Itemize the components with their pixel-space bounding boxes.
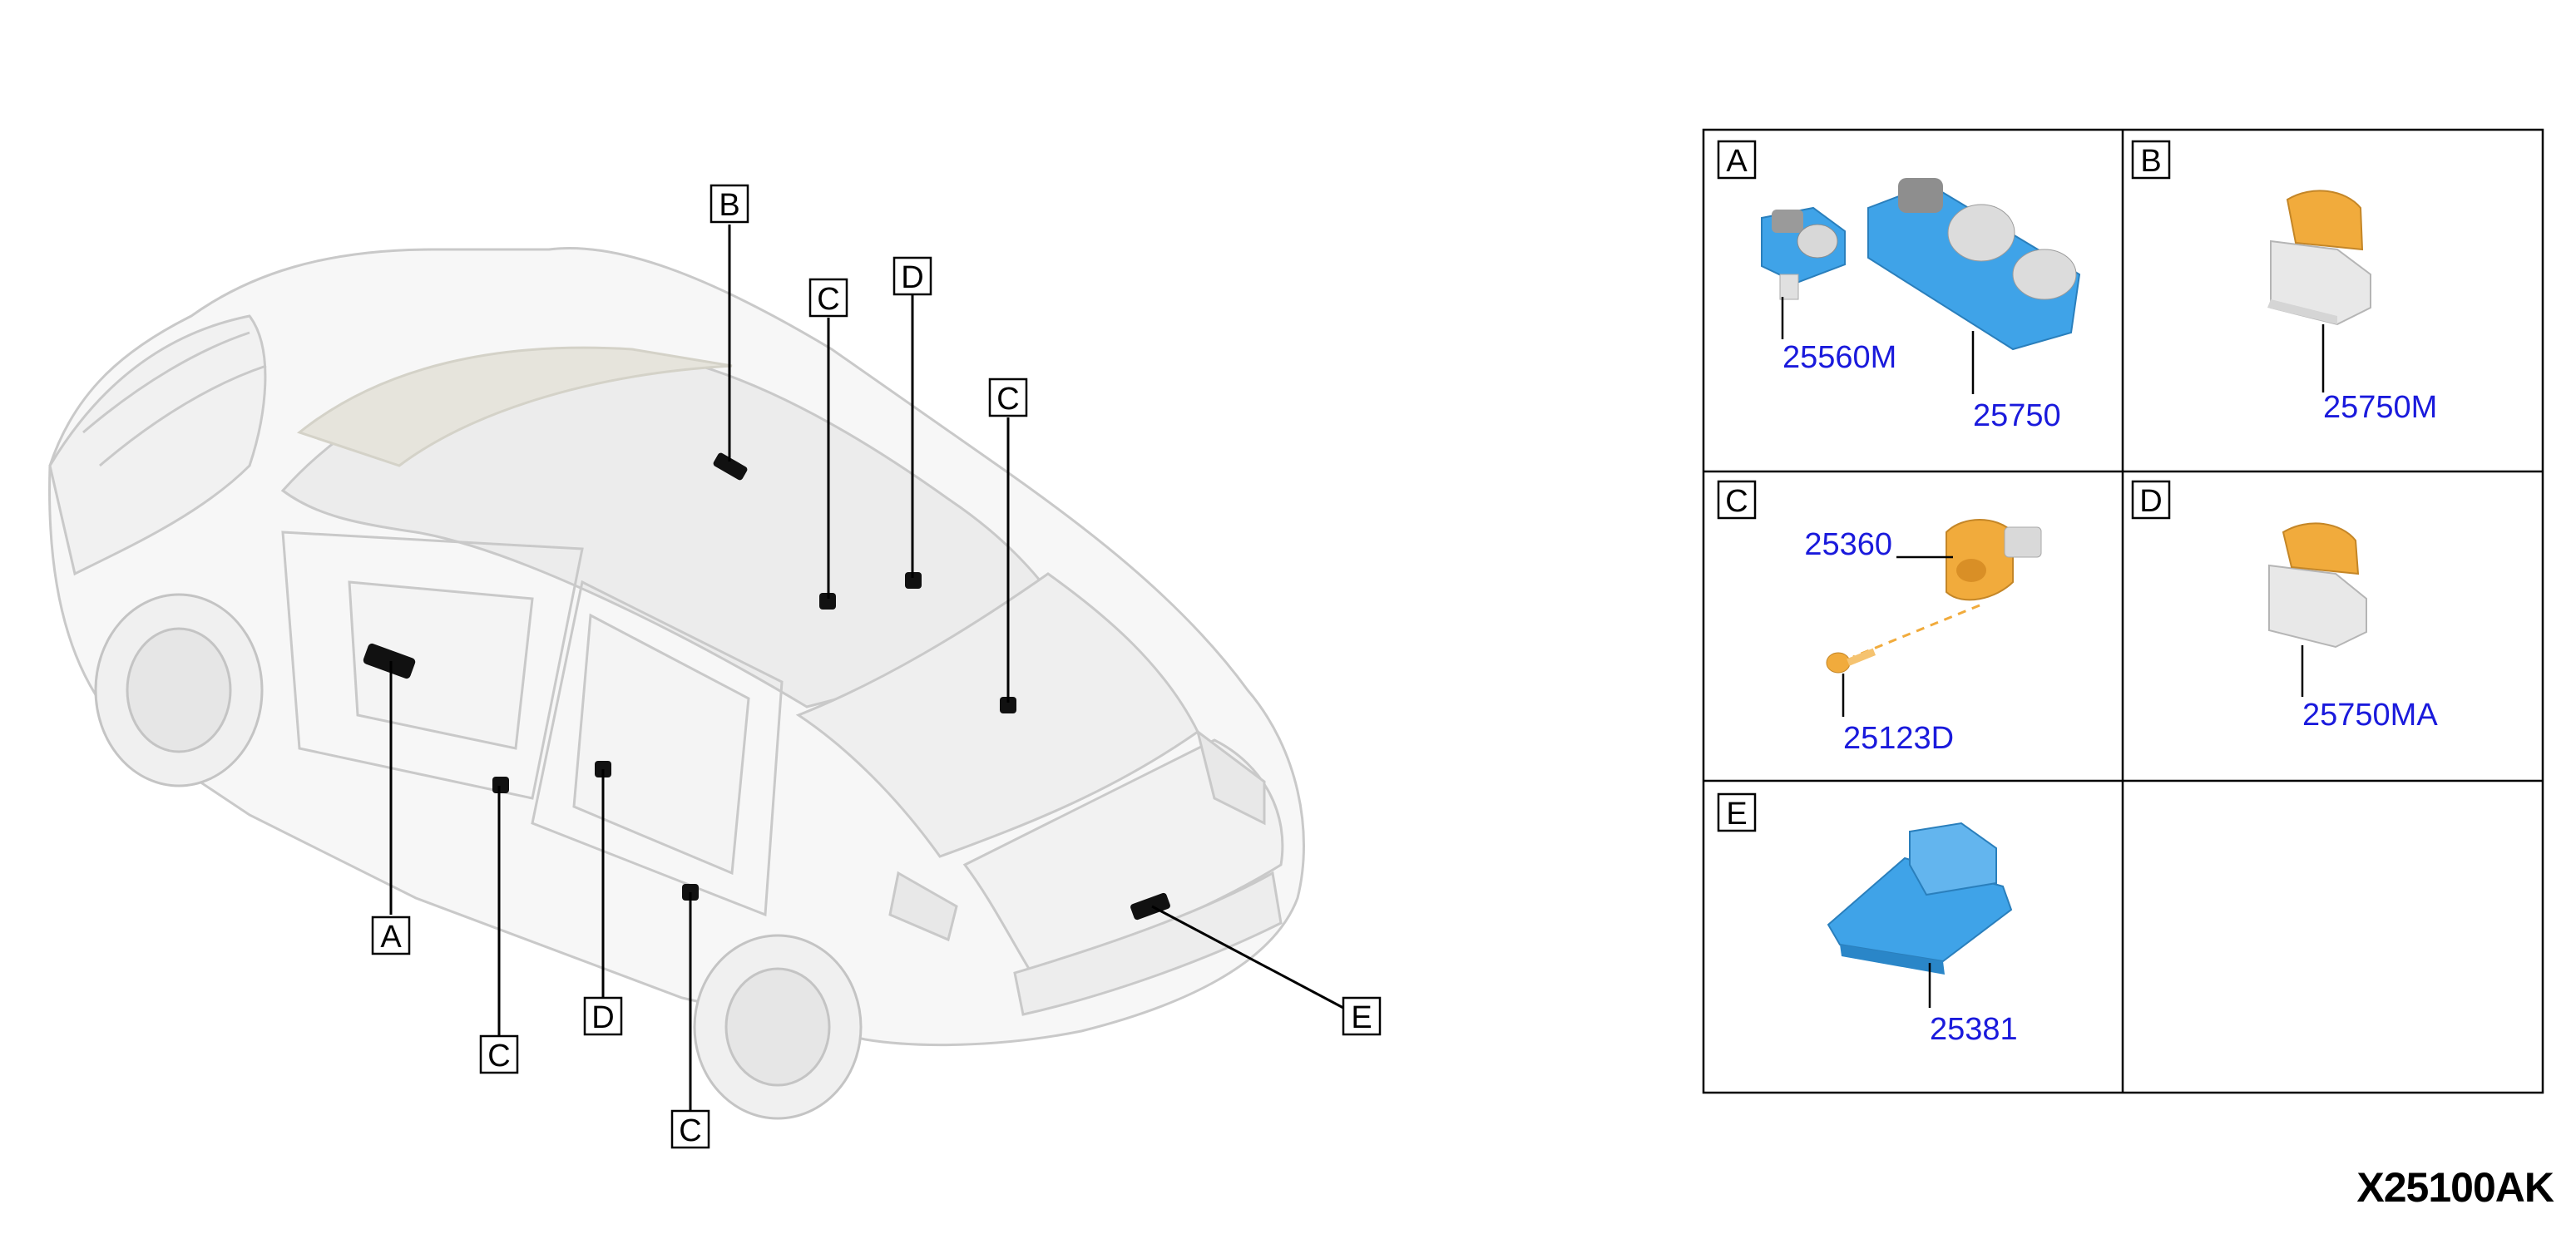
part-25360-image bbox=[1946, 519, 2042, 601]
part-25381-image bbox=[1827, 822, 2013, 975]
rear-wheel bbox=[693, 934, 863, 1120]
panel-a-letter: A bbox=[1717, 140, 1757, 180]
part-number-25750m[interactable]: 25750M bbox=[2323, 390, 2437, 425]
car-callout-b[interactable]: B bbox=[710, 184, 749, 224]
part-25560m-image bbox=[1761, 206, 1846, 300]
car-callout-c2-letter: C bbox=[996, 382, 1019, 417]
switch-location-d-roof bbox=[905, 572, 922, 589]
part-25123d-image bbox=[1826, 648, 1876, 674]
car-callout-c1-letter: C bbox=[817, 282, 839, 317]
part-number-25560m[interactable]: 25560M bbox=[1782, 340, 1896, 375]
panel-e-letter-text: E bbox=[1726, 797, 1747, 832]
car-callout-c1[interactable]: C bbox=[808, 278, 848, 318]
car-callout-d1[interactable]: D bbox=[892, 256, 932, 296]
callout-leader-lines bbox=[389, 225, 1344, 1110]
switch-location-c-door-1 bbox=[492, 777, 509, 793]
car-callout-e[interactable]: E bbox=[1342, 996, 1382, 1036]
car-callout-d2-box[interactable] bbox=[583, 996, 623, 1036]
car-callout-c3[interactable]: C bbox=[479, 1034, 519, 1074]
car-callout-c3-box[interactable] bbox=[479, 1034, 519, 1074]
switch-location-e bbox=[1130, 892, 1170, 921]
part-25750-image bbox=[1867, 178, 2081, 351]
panel-d-letter-text: D bbox=[2139, 484, 2162, 519]
car-callout-a-letter: A bbox=[380, 920, 402, 955]
front-wheel bbox=[94, 593, 264, 787]
legend-grid bbox=[1702, 128, 2544, 1094]
part-number-25360[interactable]: 25360 bbox=[1804, 527, 1892, 562]
panel-a-letter-text: A bbox=[1726, 144, 1748, 179]
car-callout-b-box[interactable] bbox=[710, 184, 749, 224]
car-callout-c1-box[interactable] bbox=[808, 278, 848, 318]
car-callout-c2[interactable]: C bbox=[988, 378, 1028, 417]
car-callout-a[interactable]: A bbox=[371, 916, 411, 955]
part-number-25750[interactable]: 25750 bbox=[1973, 398, 2061, 433]
part-25750m-image bbox=[2267, 190, 2371, 326]
switch-location-b bbox=[713, 452, 748, 481]
switch-location-a bbox=[363, 643, 416, 679]
part-number-25123d[interactable]: 25123D bbox=[1843, 721, 1954, 756]
car-callout-a-box[interactable] bbox=[371, 916, 411, 955]
car-callout-d1-box[interactable] bbox=[892, 256, 932, 296]
panel-e: E 25381 bbox=[1717, 792, 2018, 1047]
car-callout-c3-letter: C bbox=[487, 1039, 510, 1074]
part-25750ma-image bbox=[2268, 522, 2367, 649]
switch-location-c-roof-2 bbox=[1000, 697, 1016, 713]
panel-c: C 25360 25123D bbox=[1717, 480, 2042, 756]
car-callout-c4-box[interactable] bbox=[670, 1109, 710, 1149]
panel-b-letter-text: B bbox=[2140, 144, 2161, 179]
car-callout-e-letter: E bbox=[1351, 1000, 1372, 1035]
car-callout-c4-letter: C bbox=[679, 1113, 701, 1148]
panel-a: A 25560M 25750 bbox=[1717, 140, 2081, 433]
car-callout-d2[interactable]: D bbox=[583, 996, 623, 1036]
switch-location-c-roof-1 bbox=[819, 593, 836, 610]
car-callout-d2-letter: D bbox=[591, 1000, 614, 1035]
car-illustration bbox=[48, 247, 1305, 1047]
car-callout-b-letter: B bbox=[719, 188, 739, 223]
part-number-25381[interactable]: 25381 bbox=[1930, 1012, 2018, 1047]
diagram-code: X25100AK bbox=[2356, 1164, 2554, 1211]
panel-c-letter-text: C bbox=[1725, 484, 1748, 519]
part-number-25750ma[interactable]: 25750MA bbox=[2302, 698, 2438, 733]
car-callout-e-box[interactable] bbox=[1342, 996, 1382, 1036]
car-callout-d1-letter: D bbox=[901, 260, 923, 295]
car-callout-c4[interactable]: C bbox=[670, 1109, 710, 1149]
car-callout-c2-box[interactable] bbox=[988, 378, 1028, 417]
panel-b: B 25750M bbox=[2131, 140, 2437, 425]
panel-d: D 25750MA bbox=[2131, 480, 2438, 733]
